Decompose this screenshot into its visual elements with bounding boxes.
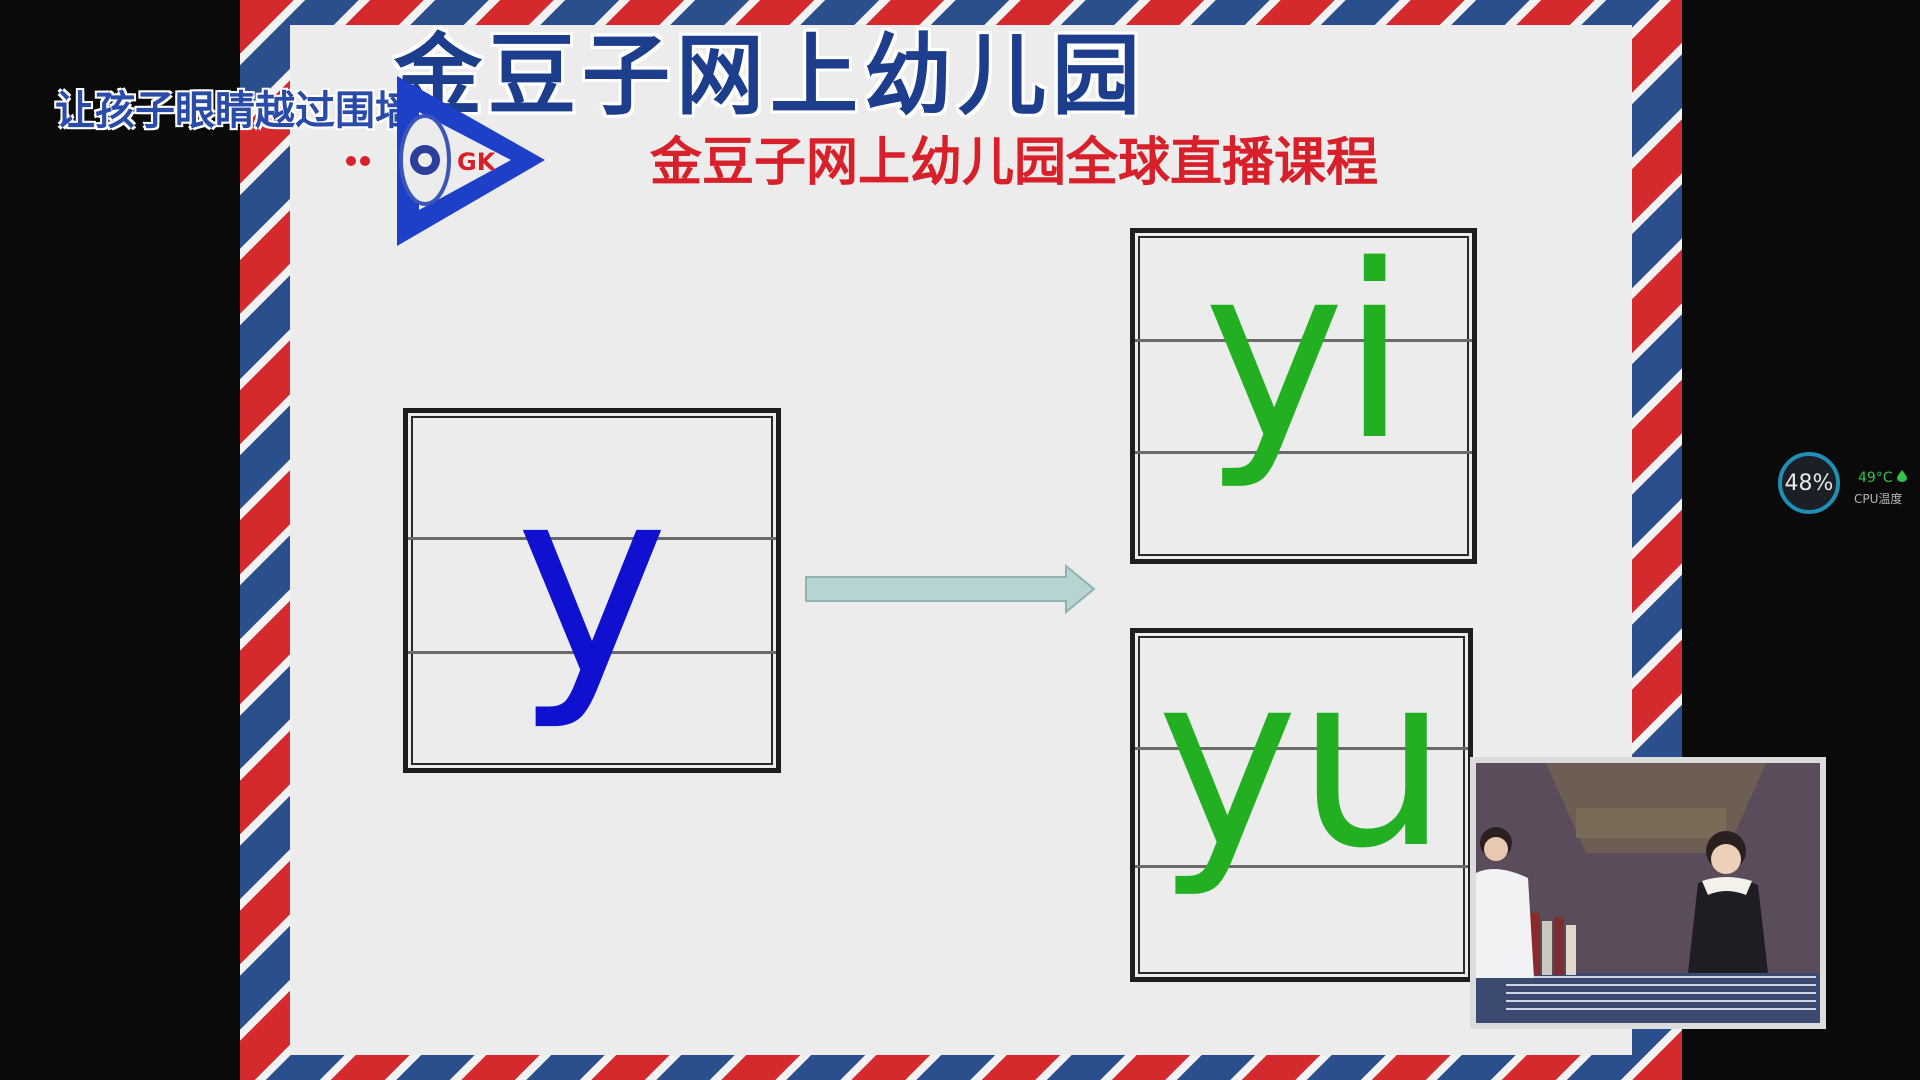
writing-rule-line — [1135, 339, 1472, 342]
writing-rule-line — [408, 537, 776, 540]
cpu-usage-value: 48% — [1784, 470, 1834, 496]
webcam-video-feed — [1476, 763, 1820, 1023]
source-letter: y — [515, 432, 669, 734]
course-subtitle: 金豆子网上幼儿园全球直播课程 — [650, 133, 1379, 193]
pinyin-box-source: y — [403, 408, 781, 773]
pinyin-box-yi: yi — [1130, 228, 1477, 564]
box-inner-border — [411, 416, 773, 765]
result-syllable-yi: yi — [1203, 213, 1408, 493]
presenters-scene-image — [1476, 763, 1820, 1023]
slogan-text: 让孩子眼睛越过围墙 — [55, 87, 415, 134]
writing-rule-line — [408, 651, 776, 654]
droplet-icon — [1897, 470, 1908, 482]
cpu-monitor-widget[interactable]: 48% 49°C CPU温度 — [1776, 450, 1920, 524]
cpu-temp-label: CPU温度 — [1854, 492, 1903, 506]
webcam-picture-in-picture[interactable] — [1470, 757, 1826, 1029]
logo-text: GK — [457, 148, 497, 176]
cpu-temp-value: 49°C — [1858, 470, 1893, 486]
cpu-usage-gauge: 48% — [1778, 452, 1840, 514]
box-inner-border — [1138, 236, 1469, 556]
result-syllable-yu: yu — [1156, 621, 1448, 901]
pinyin-box-yu: yu — [1130, 628, 1473, 982]
eye-triangle-logo-icon: GK — [346, 76, 545, 246]
writing-rule-line — [1135, 747, 1468, 750]
cpu-temperature: 49°C — [1858, 470, 1908, 486]
writing-rule-line — [1135, 865, 1468, 868]
writing-rule-line — [1135, 451, 1472, 454]
right-arrow-icon — [805, 564, 1096, 614]
page-title: 金豆子网上幼儿园 — [393, 23, 1146, 127]
box-inner-border — [1138, 636, 1465, 974]
